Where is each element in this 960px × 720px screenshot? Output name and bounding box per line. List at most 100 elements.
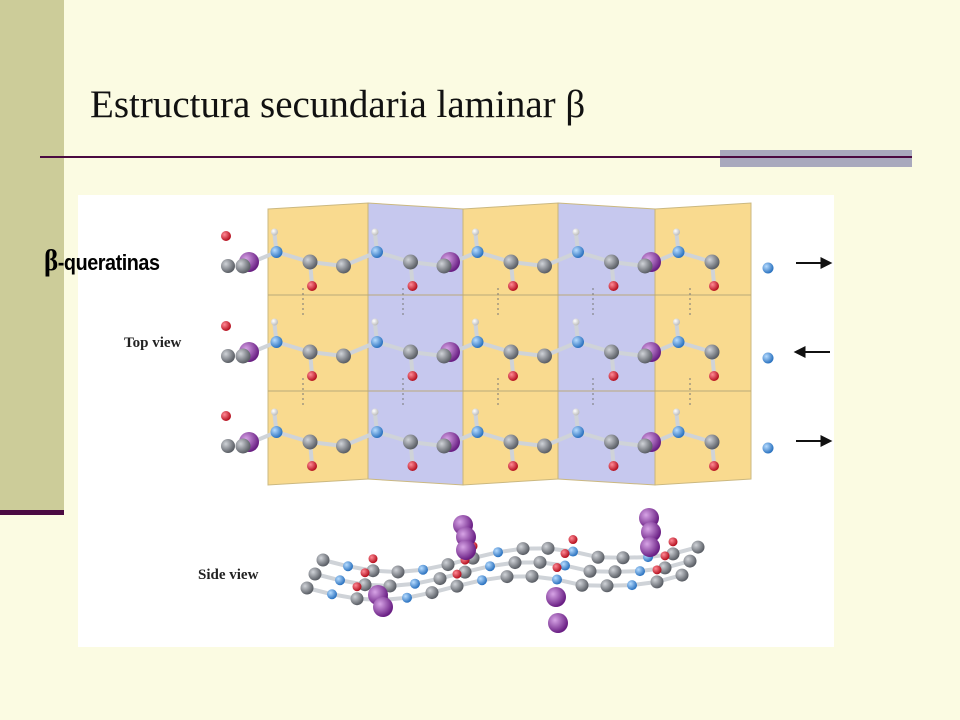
atom <box>391 565 405 579</box>
atom <box>572 336 584 348</box>
sidebar-accent <box>0 510 64 515</box>
atom <box>485 561 495 572</box>
atom <box>608 461 619 471</box>
atom <box>441 558 455 572</box>
atom <box>672 246 685 258</box>
atom <box>552 574 562 585</box>
atom <box>436 348 452 364</box>
atom <box>221 259 235 273</box>
atom <box>371 246 383 258</box>
atom <box>635 566 645 577</box>
atom <box>307 281 317 291</box>
atom <box>403 344 418 360</box>
sheet-panel <box>654 202 752 486</box>
atom <box>235 348 251 364</box>
atom <box>336 258 351 274</box>
atom <box>436 438 452 454</box>
atom <box>472 318 479 326</box>
atom <box>221 349 235 363</box>
atom <box>546 587 566 607</box>
atom <box>637 258 653 274</box>
atom <box>704 434 720 450</box>
atom <box>472 408 479 416</box>
atom <box>493 547 503 558</box>
atom <box>371 318 379 326</box>
atom <box>709 281 719 291</box>
atom <box>503 254 519 270</box>
atom <box>336 438 351 454</box>
caption-keratins: β-queratinas <box>44 244 160 278</box>
atom <box>568 535 578 545</box>
atom <box>336 348 351 364</box>
atom <box>452 569 462 579</box>
atom <box>366 564 380 578</box>
beta-sheet-diagram: Top view Side view <box>124 202 833 633</box>
atom <box>436 258 452 274</box>
atom <box>668 537 678 547</box>
atom <box>600 579 614 593</box>
atom <box>350 592 364 606</box>
atom <box>762 442 774 454</box>
atom <box>572 426 584 438</box>
atom <box>307 461 317 471</box>
atom <box>666 547 680 561</box>
atom <box>450 579 464 593</box>
atom <box>533 555 547 569</box>
atom <box>300 581 314 595</box>
atom <box>403 434 418 450</box>
atom <box>270 426 283 438</box>
title-divider-block <box>720 150 912 167</box>
atom <box>525 569 539 583</box>
atom <box>572 318 580 326</box>
atom <box>627 580 637 591</box>
atom <box>407 461 418 471</box>
atom <box>373 597 393 617</box>
atom <box>583 564 597 578</box>
atom <box>500 570 514 584</box>
atom <box>683 554 697 568</box>
atom <box>508 556 522 570</box>
atom <box>641 522 661 542</box>
caption-beta-symbol: β <box>44 244 58 277</box>
atom <box>270 246 283 258</box>
atom <box>675 568 689 582</box>
atom <box>637 438 653 454</box>
atom <box>371 408 379 416</box>
atom <box>503 434 519 450</box>
atom <box>516 542 530 556</box>
atom <box>704 254 720 270</box>
atom <box>660 551 670 561</box>
atom <box>572 246 584 258</box>
atom <box>403 254 418 270</box>
atom <box>552 563 562 573</box>
top-view-strands <box>221 228 774 471</box>
atom <box>402 592 412 603</box>
atom <box>221 439 235 453</box>
atom <box>358 578 372 592</box>
sidebar-decor <box>0 0 64 512</box>
atom <box>572 408 580 416</box>
beta-sheet-figure: Top view Side view <box>78 195 834 647</box>
atom <box>508 281 518 291</box>
atom <box>360 568 370 578</box>
atom <box>235 438 251 454</box>
atom <box>503 344 519 360</box>
atom <box>472 228 479 236</box>
atom <box>368 554 378 564</box>
atom <box>270 336 283 348</box>
atom <box>508 461 518 471</box>
atom <box>407 281 418 291</box>
atom <box>371 336 383 348</box>
strand-direction-arrows <box>793 257 833 447</box>
atom <box>608 565 622 579</box>
atom <box>458 565 472 579</box>
atom <box>604 434 619 450</box>
atom <box>650 575 664 589</box>
atom <box>604 344 619 360</box>
atom <box>762 352 774 364</box>
atom <box>673 318 680 326</box>
atom <box>608 371 619 381</box>
atom <box>672 336 685 348</box>
title-divider <box>40 156 912 158</box>
atom <box>640 537 660 557</box>
